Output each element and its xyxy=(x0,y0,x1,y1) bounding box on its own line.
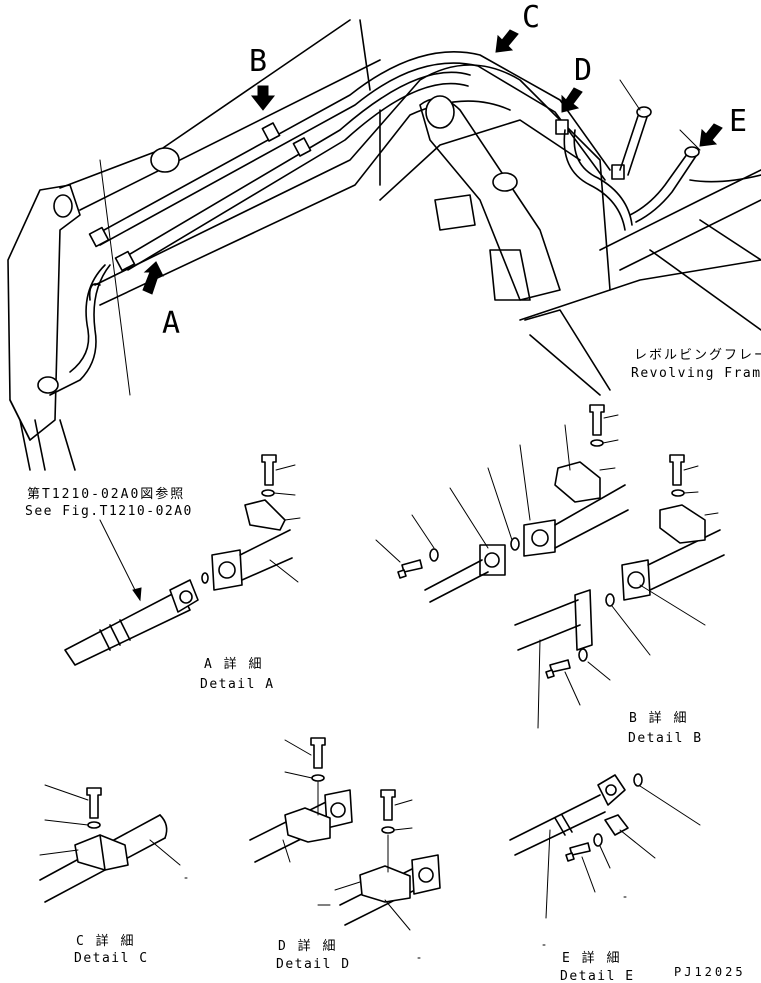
arrow-b-icon xyxy=(250,85,276,111)
detail-d-title-jp: D 詳 細 xyxy=(278,938,337,954)
detail-e: E 詳 細 Detail E xyxy=(509,773,701,983)
boom-arm-assembly xyxy=(7,19,761,471)
detail-b-title-en: Detail B xyxy=(628,731,703,746)
drawing-code: PJ12025 xyxy=(674,965,746,979)
callout-b: B xyxy=(249,44,267,79)
detail-e-title-jp: E 詳 細 xyxy=(562,950,621,966)
frame-label-jp: レボルビングフレーム xyxy=(634,348,761,363)
arrow-c-icon xyxy=(495,29,519,53)
detail-d: D 詳 細 Detail D xyxy=(249,737,441,972)
callout-arrows xyxy=(142,29,723,295)
reference-note-en: See Fig.T1210-02A0 xyxy=(25,504,193,519)
arrow-a-icon xyxy=(142,261,164,295)
reference-note-jp: 第T1210-02A0図参照 xyxy=(27,486,185,502)
callout-a: A xyxy=(162,306,180,341)
detail-a-title-jp: A 詳 細 xyxy=(204,656,263,672)
callout-e: E xyxy=(729,104,747,139)
callout-c: C xyxy=(522,0,540,35)
detail-b-title-jp: B 詳 細 xyxy=(629,710,688,726)
detail-a-title-en: Detail A xyxy=(200,677,275,692)
callout-d: D xyxy=(574,53,592,88)
callout-labels: A B C D E xyxy=(162,0,747,341)
detail-d-title-en: Detail D xyxy=(276,957,351,972)
detail-c: C 詳 細 Detail C xyxy=(39,784,188,966)
detail-b: B 詳 細 Detail B xyxy=(375,404,725,746)
detail-c-title-jp: C 詳 細 xyxy=(76,933,135,949)
arrow-e-icon xyxy=(699,123,723,147)
detail-e-title-en: Detail E xyxy=(560,969,635,983)
arrow-d-icon xyxy=(561,87,583,113)
frame-label-en: Revolving Frame xyxy=(631,366,761,381)
detail-c-title-en: Detail C xyxy=(74,951,149,966)
detail-a: 第T1210-02A0図参照 See Fig.T1210-02A0 A 詳 細 … xyxy=(25,454,301,692)
